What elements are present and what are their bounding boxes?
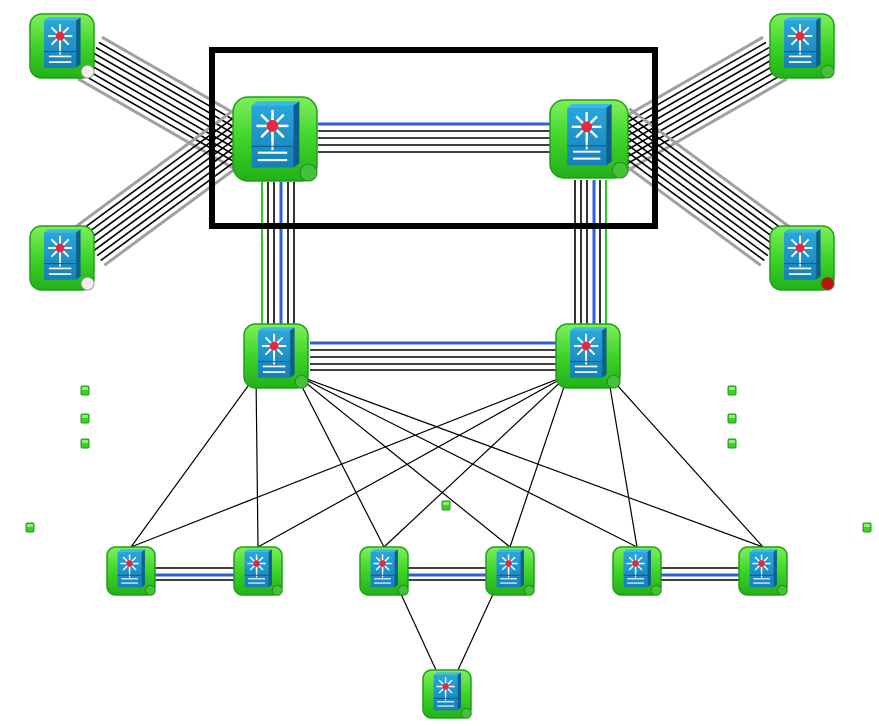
link-bundle-member[interactable] [78,112,240,233]
status-ok-icon [144,584,156,596]
node-core-a[interactable] [232,96,318,182]
link-bundle-member[interactable] [611,52,773,146]
link-bundle-member[interactable] [625,112,787,233]
link-bundle-member[interactable] [86,62,248,156]
link-bundle-member[interactable] [92,52,254,146]
link-bundle-member[interactable] [623,72,785,167]
status-ok-icon [460,707,472,719]
node-e1[interactable] [106,546,156,596]
node-dist-c[interactable] [243,323,309,389]
status-ok-icon [650,584,662,596]
link-e3-f[interactable] [399,591,437,671]
node-e5[interactable] [612,546,662,596]
node-e3[interactable] [359,546,409,596]
link-bundle-member[interactable] [614,57,776,151]
link-bundle-member[interactable] [610,132,772,252]
layer3-switch-icon [567,103,612,166]
link-bundle-member[interactable] [89,57,251,151]
layer3-switch-icon [496,549,524,588]
link-bundle-member[interactable] [617,62,779,156]
status-unknown-icon [80,64,95,79]
link-dist-c-e4[interactable] [295,374,511,548]
link-bundle-member[interactable] [96,137,258,257]
link-bundle-member[interactable] [602,35,764,131]
link-bundle-member[interactable] [618,122,780,242]
node-tr[interactable] [769,13,835,79]
small-device-icon[interactable] [727,438,737,449]
node-e4[interactable] [485,546,535,596]
link-dist-d-e4[interactable] [509,374,569,548]
link-bundle-member[interactable] [89,127,251,247]
link-bundle-member[interactable] [93,132,255,252]
link-bundle-member[interactable] [607,137,769,257]
status-unknown-icon [80,276,95,291]
link-e4-f[interactable] [457,591,495,671]
link-dist-d-e3[interactable] [383,374,569,548]
status-ok-icon [776,584,788,596]
layer3-switch-icon [44,17,81,68]
status-ok-icon [397,584,409,596]
link-bundle-member[interactable] [82,117,244,237]
layer3-switch-icon [44,229,81,280]
link-bundle-member[interactable] [614,127,776,247]
link-bundle-member[interactable] [605,41,767,136]
nodes-layer [29,13,835,719]
status-ok-icon [271,584,283,596]
small-device-icon[interactable] [80,413,90,424]
links-layer [74,35,791,671]
layer3-switch-icon [244,549,272,588]
status-ok-icon [611,161,629,179]
small-device-icon[interactable] [80,385,90,396]
layer3-switch-icon [749,549,777,588]
link-bundle-member[interactable] [85,122,247,242]
layer3-switch-icon [258,327,295,378]
status-down-icon [820,276,835,291]
status-ok-icon [820,64,835,79]
layer3-switch-icon [251,101,300,168]
link-dist-c-e6[interactable] [295,374,764,548]
link-bundle-member[interactable] [83,67,245,162]
link-dist-c-e2[interactable] [255,374,259,548]
link-bundle-member[interactable] [608,46,770,141]
link-dist-c-e1[interactable] [130,374,257,548]
node-e6[interactable] [738,546,788,596]
layer3-switch-icon [433,672,461,711]
link-dist-d-e2[interactable] [257,374,569,548]
link-dist-d-e1[interactable] [130,374,569,548]
link-dist-c-e3[interactable] [295,374,385,548]
status-ok-icon [606,374,621,389]
link-dist-c-e5[interactable] [295,374,638,548]
status-ok-icon [299,163,318,182]
link-bundle-member[interactable] [621,117,783,237]
node-f[interactable] [422,669,472,719]
layer3-switch-icon [370,549,398,588]
node-e2[interactable] [233,546,283,596]
layer3-switch-icon [117,549,145,588]
status-ok-icon [523,584,535,596]
link-dist-d-e6[interactable] [607,374,764,548]
node-br[interactable] [769,225,835,291]
status-ok-icon [294,374,309,389]
node-tl[interactable] [29,13,95,79]
selection-rectangle [209,47,658,229]
small-device-icon[interactable] [727,385,737,396]
small-device-icon[interactable] [80,438,90,449]
link-dist-d-e5[interactable] [607,374,638,548]
layer3-switch-icon [570,327,607,378]
link-bundle-member[interactable] [620,67,782,162]
layer3-switch-icon [623,549,651,588]
node-core-b[interactable] [549,99,629,179]
layer3-switch-icon [784,229,821,280]
small-device-icon[interactable] [25,522,35,533]
node-dist-d[interactable] [555,323,621,389]
small-device-icon[interactable] [862,522,872,533]
small-device-icon[interactable] [727,413,737,424]
small-device-icon[interactable] [441,500,451,511]
small-nodes-layer [25,385,872,533]
link-bundle-member[interactable] [95,46,257,141]
link-bundle-member[interactable] [603,141,765,262]
node-bl[interactable] [29,225,95,291]
layer3-switch-icon [784,17,821,68]
